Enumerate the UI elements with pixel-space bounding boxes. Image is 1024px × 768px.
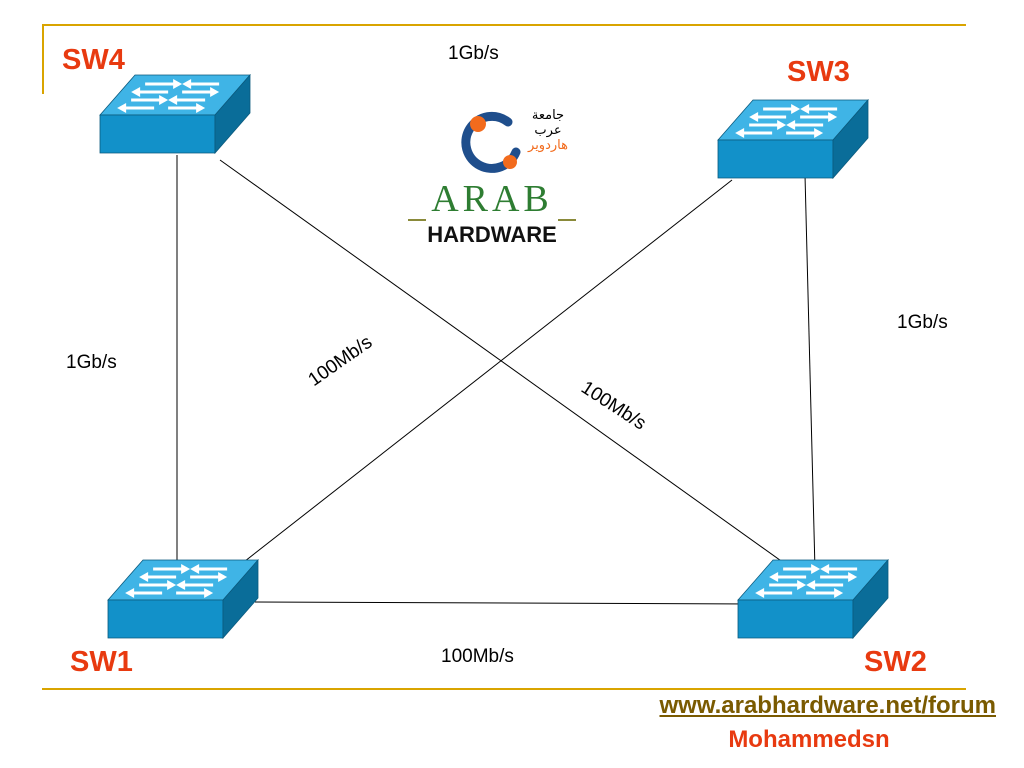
logo-rule-right xyxy=(558,219,576,221)
switch-sw2-network-switch-icon xyxy=(737,558,889,640)
switch-label-sw3: SW3 xyxy=(787,56,850,88)
logo-arabic-text: جامعة عرب هاردوير xyxy=(518,108,578,153)
author-name: Mohammedsn xyxy=(728,726,890,753)
forum-link[interactable]: www.arabhardware.net/forum xyxy=(659,692,996,719)
logo-arabic-line: عرب xyxy=(534,123,562,138)
switch-label-sw2: SW2 xyxy=(864,646,927,678)
switch-sw4-network-switch-icon xyxy=(99,73,251,155)
link-label-sw1-sw2: 100Mb/s xyxy=(441,646,514,667)
logo-ring-icon xyxy=(461,111,521,173)
logo-subtitle: HARDWARE xyxy=(427,222,557,247)
link-line-sw3-sw2 xyxy=(804,174,816,571)
logo-arabic-line: جامعة xyxy=(531,108,565,123)
switch-label-sw1: SW1 xyxy=(70,646,133,678)
switch-sw1-network-switch-icon xyxy=(107,558,259,640)
link-line-sw3-sw1 xyxy=(239,179,733,566)
frame-left-rule xyxy=(42,24,44,94)
frame-bottom-rule xyxy=(42,688,966,690)
logo-wordmark: ARAB xyxy=(431,178,553,220)
arab-hardware-logo: جامعة عرب هاردوير ARAB HARDWARE xyxy=(408,108,588,253)
link-label-sw4-sw1: 1Gb/s xyxy=(66,352,117,373)
link-line-sw4-sw2 xyxy=(219,159,806,579)
logo-arabic-line: هاردوير xyxy=(528,138,568,153)
switch-label-sw4: SW4 xyxy=(62,44,125,76)
logo-rule-left xyxy=(408,219,426,221)
link-label-sw3-sw2: 1Gb/s xyxy=(897,312,948,333)
frame-top-rule xyxy=(42,24,966,26)
switch-sw3-network-switch-icon xyxy=(717,98,869,180)
link-label-sw4-sw3: 1Gb/s xyxy=(448,43,499,64)
switches-layer xyxy=(99,73,889,640)
links-layer xyxy=(176,155,816,605)
link-line-sw1-sw2 xyxy=(254,601,756,605)
